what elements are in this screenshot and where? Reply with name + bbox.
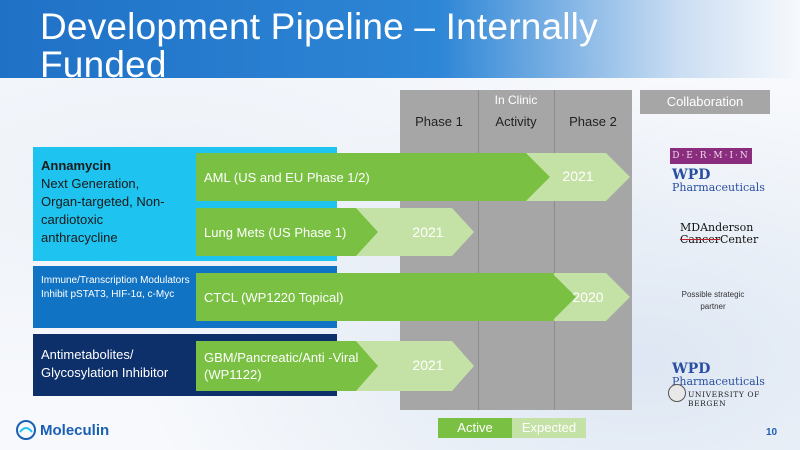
category-description: Next Generation, Organ-targeted, Non-car…	[41, 176, 165, 245]
in-clinic-label: In Clinic	[494, 93, 538, 107]
brand-name: Moleculin	[40, 421, 110, 439]
title-band: Development Pipeline – Internally Funded	[0, 0, 800, 78]
program-label: AML (US and EU Phase 1/2)	[204, 170, 370, 185]
possible-partner-note: Possible strategic partner	[681, 290, 745, 311]
category-description: Immune/Transcription Modulators Inhibit …	[41, 275, 190, 300]
program-label: GBM/Pancreatic/Anti -Viral (WP1122)	[204, 350, 359, 382]
phase-divider	[478, 90, 479, 410]
mda-center: Center	[720, 233, 759, 246]
program-year: 2020	[572, 289, 604, 305]
collaboration-header: Collaboration	[640, 90, 770, 114]
wpd-sub: Pharmaceuticals	[672, 375, 765, 388]
phase-divider	[554, 90, 555, 410]
university-of-bergen-logo: UNIVERSITY OF BERGEN	[688, 390, 760, 408]
program-arrow-lung-mets	[196, 208, 474, 256]
phase-1-header: Phase 1	[415, 114, 463, 129]
activity-header: Activity	[495, 114, 537, 129]
program-label: CTCL (WP1220 Topical)	[204, 290, 344, 305]
page-number: 10	[766, 427, 778, 438]
wpd-mark: WPD	[672, 361, 711, 377]
legend-expected: Expected	[512, 418, 586, 438]
program-year: 2021	[412, 357, 444, 373]
mda-cancer-center: CancerCenter	[680, 234, 758, 246]
program-arrow-ctcl	[196, 273, 630, 321]
program-year: 2021	[412, 224, 444, 240]
mda-name: MDAnderson	[680, 221, 754, 234]
status-legend: Active Expected	[438, 418, 586, 438]
program-year: 2021	[562, 168, 594, 184]
legend-active: Active	[438, 418, 512, 438]
wpd-mark: WPD	[672, 167, 711, 183]
title-line-2: Funded	[40, 44, 167, 79]
moleculin-logo-icon	[16, 420, 36, 440]
mda-cancer: Cancer	[680, 233, 720, 246]
moleculin-brand: Moleculin	[16, 420, 109, 440]
wpd-pharmaceuticals-logo: WPD Pharmaceuticals	[672, 168, 765, 194]
page-title: Development Pipeline – Internally Funded	[40, 6, 598, 79]
program-arrow-aml	[196, 153, 630, 201]
wpd-sub: Pharmaceuticals	[672, 181, 765, 194]
wpd-pharmaceuticals-logo: WPD Pharmaceuticals	[672, 362, 765, 388]
category-heading: Annamycin	[41, 158, 112, 173]
dermin-logo: D·E·R·M·I·N	[670, 148, 752, 164]
university-seal-icon	[668, 384, 686, 402]
title-line-1: Development Pipeline – Internally	[40, 6, 598, 47]
category-description: Antimetabolites/ Glycosylation Inhibitor	[41, 347, 169, 380]
program-label: Lung Mets (US Phase 1)	[204, 225, 347, 240]
md-anderson-logo: MDAnderson CancerCenter	[680, 222, 758, 246]
phase-2-header: Phase 2	[569, 114, 617, 129]
program-arrow-gbm	[196, 341, 474, 391]
